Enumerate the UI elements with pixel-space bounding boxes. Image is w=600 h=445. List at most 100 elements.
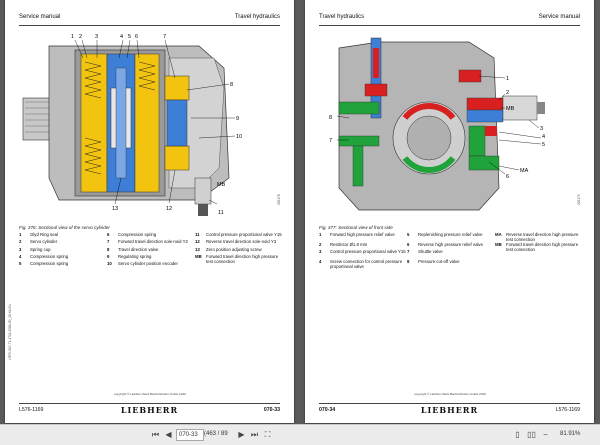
legend-number: 12 [195, 239, 200, 244]
copyright-text: copyright © Liebherr-Werk Bischofshofen … [414, 392, 486, 396]
legend-text: Screw connection for control pressure pr… [330, 259, 403, 270]
legend-item: 10 Servo cylinder position encoder [107, 261, 197, 266]
callout-7: 7 [329, 138, 332, 144]
zoom-level[interactable]: 81.91% [560, 431, 581, 437]
legend-number: MB [195, 254, 202, 259]
legend-number: MA [495, 232, 502, 237]
page-070-34: Travel hydraulics Service manual [305, 0, 594, 423]
legend-number: 3 [19, 247, 22, 252]
page-footer: L576-1169 LIEBHERR 070-33 [19, 403, 280, 416]
viewer-toolbar: ⏮ ◀ 070-33 (463 / 89 ▶ ⏭ ⛶ ▯ ▯▯ − 81.91% [0, 424, 600, 445]
legend-number: 8 [407, 259, 410, 264]
last-page-icon[interactable]: ⏭ [250, 429, 259, 439]
first-page-icon[interactable]: ⏮ [151, 429, 160, 439]
page-number: 070-34 [319, 407, 336, 413]
legend-text: Restrictor Ø1.8 mm [330, 242, 368, 247]
legend-item: 4 Screw connection for control pressure p… [319, 259, 409, 269]
legend-text: Forward high pressure relief valve [330, 232, 395, 237]
legend-number: 13 [195, 247, 200, 252]
header-left-text: Service manual [19, 14, 61, 20]
callout-2: 2 [79, 34, 82, 40]
legend-text: Travel direction valve [118, 247, 159, 252]
legend-number: 6 [407, 242, 410, 247]
callout-9: 9 [236, 116, 239, 122]
legend-number: 2 [19, 239, 22, 244]
callout-6: 6 [135, 34, 138, 40]
callout-6: 6 [506, 174, 509, 180]
callout-12: 12 [166, 206, 172, 212]
callout-2: 2 [506, 90, 509, 96]
page-number: 070-33 [263, 407, 280, 413]
legend-text: Pressure cut-off valve [418, 259, 460, 264]
legend-text: Compression spring [30, 254, 69, 259]
page-header: Travel hydraulics Service manual [319, 13, 580, 26]
legend-number: 4 [19, 254, 22, 259]
legend-text: Control pressure proportional valve Y15 [206, 232, 282, 237]
legend-text: Reverse travel direction high pressure t… [506, 232, 579, 243]
zoom-out-icon[interactable]: − [543, 430, 548, 439]
fullscreen-icon[interactable]: ⛶ [264, 429, 271, 439]
legend-number: 4 [319, 259, 322, 264]
legend-item: 12 Reverse travel direction sole-noid Y3 [195, 239, 285, 244]
legend-text: Forward travel direction high pressure t… [506, 242, 579, 253]
legend-text: Reverse travel direction sole-noid Y3 [206, 239, 277, 244]
page-number-input[interactable]: 070-33 [176, 429, 204, 441]
legend-text: Spring cup [30, 247, 51, 252]
legend-number: 6 [107, 232, 110, 237]
legend-text: Servo cylinder position encoder [118, 261, 178, 266]
legend-number: 7 [407, 249, 410, 254]
single-page-view-icon[interactable]: ▯ [515, 430, 520, 439]
figure-code: 205179 [577, 194, 581, 205]
legend-number: 8 [107, 247, 110, 252]
footer-left-text: L576-1169 [19, 407, 44, 413]
legend-number: 10 [107, 261, 112, 266]
legend-text: Replenishing pressure relief valve [418, 232, 483, 237]
legend-item: 3 Spring cup [19, 247, 109, 252]
previous-page-icon[interactable]: ◀ [165, 430, 172, 439]
legend-number: 7 [107, 239, 110, 244]
legend-text: Control pressure proportional valve Y15 [330, 249, 406, 254]
callout-1: 1 [71, 34, 74, 40]
callout-10: 10 [236, 134, 242, 140]
next-page-icon[interactable]: ▶ [238, 430, 245, 439]
legend-item: 7 Forward travel direction sole-noid Y2 [107, 239, 197, 244]
callout-3: 3 [540, 126, 543, 132]
callout-mb: MB [217, 182, 226, 188]
legend-number: 1 [319, 232, 322, 237]
legend-text: Glyd Ring seal [30, 232, 58, 237]
header-right-text: Travel hydraulics [234, 14, 280, 20]
page-header: Service manual Travel hydraulics [19, 13, 280, 26]
legend-text: Forward travel direction sole-noid Y2 [118, 239, 188, 244]
liebherr-logo: LIEBHERR [420, 405, 479, 415]
legend-item: MB Forward travel direction high pressure… [495, 242, 585, 252]
legend-number: 11 [195, 232, 200, 237]
legend-item: 8 Pressure cut-off valve [407, 259, 497, 264]
callout-8: 8 [329, 115, 332, 121]
figure-caption: Fig. 376: Sectional view of the servo cy… [19, 225, 110, 230]
page-count-label: (463 / 89 [204, 431, 228, 437]
callout-13: 13 [112, 206, 118, 212]
header-left-text: Travel hydraulics [319, 14, 365, 20]
legend-item: 11 Control pressure proportional valve Y1… [195, 232, 285, 237]
legend-number: MB [495, 242, 502, 247]
figure-code: 205178 [277, 194, 281, 205]
legend-item: 1 Forward high pressure relief valve [319, 232, 409, 237]
legend-item: 4 Compression spring [19, 254, 109, 259]
front-side-section-figure: 8 7 1 2 MB 3 4 5 6 MA [329, 37, 545, 211]
callout-7: 7 [163, 34, 166, 40]
legend-item: 7 Shuttle valve [407, 249, 497, 254]
two-page-view-icon[interactable]: ▯▯ [527, 430, 536, 439]
legend-text: Shuttle valve [418, 249, 443, 254]
callout-3: 3 [95, 34, 98, 40]
legend-item: 8 Travel direction valve [107, 247, 197, 252]
copyright-text: copyright © Liebherr-Werk Bischofshofen … [114, 392, 186, 396]
